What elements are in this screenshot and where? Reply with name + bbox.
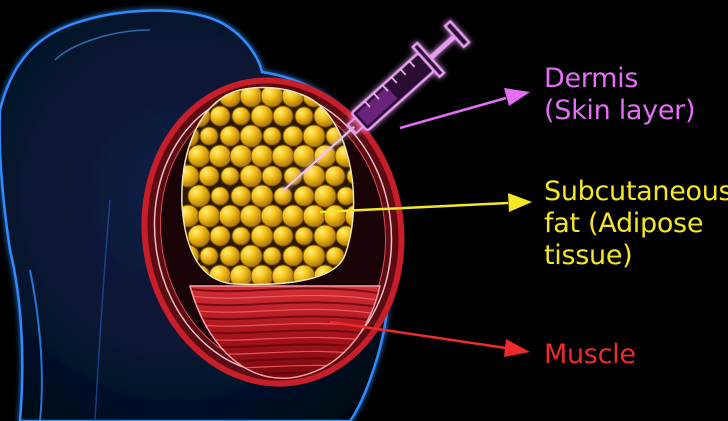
fat-cell <box>198 205 220 227</box>
fat-cell <box>200 247 218 265</box>
fat-cell <box>230 145 252 167</box>
fat-cell <box>210 106 230 126</box>
fat-cell <box>211 187 229 205</box>
fat-cell <box>314 225 336 247</box>
fat-cell <box>273 106 293 126</box>
fat-cell <box>251 185 273 207</box>
dermis-label-line1: Dermis <box>544 63 695 95</box>
fat-cell <box>251 105 273 127</box>
fat-cell <box>220 126 240 146</box>
fat-label: Subcutaneous fat (Adipose tissue) <box>544 176 728 272</box>
fat-cell <box>220 246 240 266</box>
fat-cell <box>273 226 293 246</box>
fat-cell <box>337 187 355 205</box>
fat-cell <box>283 126 303 146</box>
fat-cell <box>325 166 345 186</box>
fat-cell <box>240 165 262 187</box>
fat-cell <box>261 205 283 227</box>
fat-cell <box>303 245 325 267</box>
fat-cell <box>200 127 218 145</box>
fat-cell <box>240 205 262 227</box>
fat-cell <box>231 186 251 206</box>
fat-cell <box>209 145 231 167</box>
fat-cell <box>262 166 282 186</box>
fat-cell <box>303 205 325 227</box>
fat-cell <box>263 247 281 265</box>
fat-cell <box>232 107 250 125</box>
fat-cell <box>251 145 273 167</box>
fat-cell <box>283 246 303 266</box>
fat-cell <box>221 167 239 185</box>
fat-cell <box>282 205 304 227</box>
fat-cell <box>263 127 281 145</box>
fat-cell <box>240 245 262 267</box>
fat-cell <box>324 205 346 227</box>
fat-cell <box>303 165 325 187</box>
fat-cell <box>188 225 210 247</box>
dermis-pointer <box>400 88 530 128</box>
fat-cell <box>314 145 336 167</box>
dermis-label-line2: (Skin layer) <box>544 95 695 127</box>
fat-label-line3: tissue) <box>544 240 728 272</box>
fat-cell <box>251 225 273 247</box>
fat-cell <box>303 125 325 147</box>
fat-label-line2: fat (Adipose <box>544 208 728 240</box>
fat-cell <box>188 145 210 167</box>
fat-cell <box>314 185 336 207</box>
fat-cell <box>199 166 219 186</box>
fat-cell <box>295 107 313 125</box>
muscle-label: Muscle <box>544 339 636 371</box>
fat-cell <box>188 185 210 207</box>
fat-cell <box>210 226 230 246</box>
fat-cell <box>294 186 314 206</box>
fat-cell <box>232 227 250 245</box>
dermis-label: Dermis (Skin layer) <box>544 63 695 127</box>
fat-cell <box>272 145 294 167</box>
fat-label-line1: Subcutaneous <box>544 176 728 208</box>
fat-cell <box>219 205 241 227</box>
fat-cell <box>240 125 262 147</box>
fat-cell <box>295 227 313 245</box>
muscle-label-line1: Muscle <box>544 339 636 371</box>
